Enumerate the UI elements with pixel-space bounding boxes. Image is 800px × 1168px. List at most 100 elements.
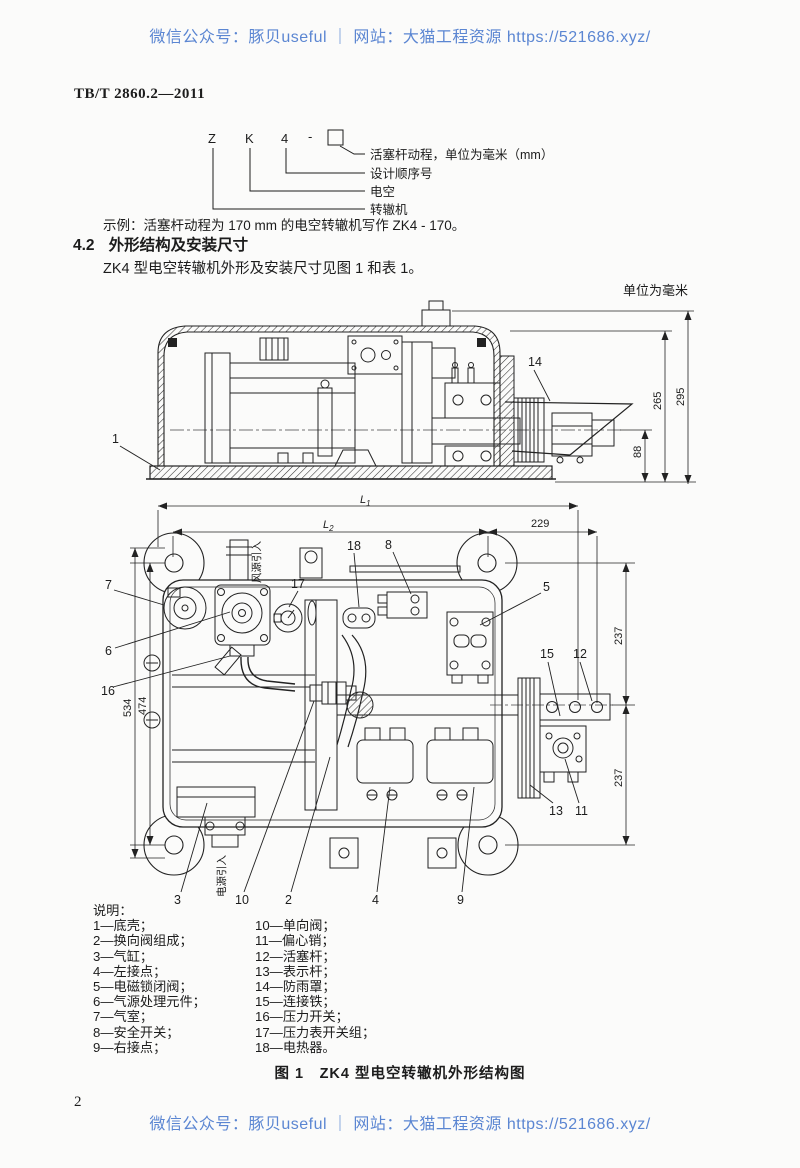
part-label-3: 3 (174, 893, 181, 907)
designation-diagram: Z K 4 - 活塞杆动程，单位为毫米（mm） 设计顺序号 电空 转辙机 (208, 129, 553, 217)
legend-item: 17—压力表开关组； (255, 1024, 376, 1040)
legend-item: 7—气室； (93, 1009, 154, 1025)
legend-item: 6—气源处理元件； (93, 994, 206, 1010)
part-label-11: 11 (575, 804, 588, 818)
page-number: 2 (74, 1094, 82, 1110)
dim-237-bottom: 237 (613, 769, 625, 787)
end-wall (499, 355, 515, 467)
part-label-14: 14 (528, 355, 542, 369)
bottom-brackets (329, 837, 457, 869)
lock-valve (446, 611, 494, 684)
connection-plate (539, 693, 611, 721)
part-label-6: 6 (105, 644, 112, 658)
section-title: 外形结构及安装尺寸 (108, 237, 249, 254)
standard-number: TB/T 2860.2—2011 (74, 86, 206, 102)
part-label-2: 2 (285, 893, 292, 907)
designation-label-machine: 转辙机 (370, 202, 408, 217)
dim-534: 534 (122, 699, 134, 717)
figure-caption: 图 1 ZK4 型电空转辙机外形结构图 (274, 1066, 526, 1082)
designation-letter-k: K (245, 131, 254, 146)
piston-band (337, 691, 518, 719)
footer-watermark: 微信公众号：豚贝useful ｜ 网站：大猫工程资源 https://52168… (149, 1116, 651, 1133)
heater-flange (342, 607, 376, 629)
legend-item: 15—连接铁； (255, 994, 336, 1010)
side-dim-lines (452, 310, 696, 484)
power-inlet-note: 电源引入 (215, 855, 228, 897)
safety-switch (299, 547, 461, 619)
dim-474: 474 (137, 697, 149, 715)
air-inlet-note: 风源引入 (250, 541, 263, 583)
indication-rod-bellows (517, 677, 541, 799)
legend-item: 3—气缸； (93, 948, 154, 964)
units-note: 单位为毫米 (623, 283, 689, 298)
part-label-4: 4 (372, 893, 379, 907)
top-view-drawing: 风源引入 (101, 495, 635, 907)
part-label-16: 16 (101, 684, 115, 698)
eccentric-unit (539, 725, 587, 783)
base-shell (146, 465, 556, 480)
part-label-8: 8 (385, 538, 392, 552)
legend-item: 12—活塞杆； (255, 948, 336, 964)
interior-mechanism (204, 335, 521, 467)
part-label-17: 17 (291, 577, 305, 591)
legend-title: 说明： (93, 903, 133, 918)
terminal-block (444, 362, 501, 467)
dim-265: 265 (652, 392, 664, 410)
legend-item: 2—换向阀组成； (93, 933, 193, 949)
designation-letter-z: Z (208, 131, 216, 146)
dim-L2: L2 (323, 519, 334, 533)
example-line: 示例：活塞杆动程为 170 mm 的电空转辙机写作 ZK4 - 170。 (103, 218, 466, 233)
part-label-10: 10 (235, 893, 249, 907)
leader-14 (533, 369, 551, 402)
section-number: 4.2 (73, 237, 95, 254)
part-label-7: 7 (105, 578, 112, 592)
leader-1 (119, 445, 161, 471)
legend-item: 8—安全开关； (93, 1024, 180, 1040)
legend-item: 4—左接点； (93, 963, 167, 979)
body-line: ZK4 型电空转辙机外形及安装尺寸见图 1 和表 1。 (103, 261, 423, 277)
legend-column-1: 1—底壳； 2—换向阀组成； 3—气缸； 4—左接点； 5—电磁锁闭阀； 6—气… (93, 918, 255, 1055)
dim-88: 88 (632, 446, 644, 458)
legend-column-2: 10—单向阀； 11—偏心销； 12—活塞杆； 13—表示杆； 14—防雨罩； … (255, 918, 375, 1055)
legend-item: 14—防雨罩； (255, 979, 336, 995)
designation-lines (212, 129, 365, 210)
designation-letter-4: 4 (281, 131, 288, 146)
top-leaders (112, 551, 593, 893)
part-label-12: 12 (573, 647, 587, 661)
contact-blocks (356, 727, 494, 801)
dim-229: 229 (531, 518, 549, 530)
power-inlet-assembly (176, 786, 256, 848)
dim-L1: L1 (360, 495, 371, 508)
pipe-elbow (240, 656, 296, 692)
legend-item: 13—表示杆； (255, 963, 336, 979)
designation-label-electro: 电空 (370, 185, 395, 199)
top-dim-lines (130, 502, 635, 859)
designation-label-stroke: 活塞杆动程，单位为毫米（mm） (370, 147, 553, 162)
top-cap (421, 300, 451, 327)
section-heading: 4.2 外形结构及安装尺寸 (73, 233, 248, 255)
part-label-9: 9 (457, 893, 464, 907)
air-inlet-pipe (226, 539, 252, 581)
designation-dash: - (308, 129, 312, 144)
legend-item: 18—电热器。 (255, 1039, 336, 1055)
stroke-value-box (327, 129, 344, 146)
part-label-13: 13 (549, 804, 563, 818)
indication-unit (551, 412, 615, 464)
dim-295: 295 (675, 388, 687, 406)
side-view-drawing: 1 14 88 265 295 (112, 300, 696, 484)
legend-item: 5—电磁锁闭阀； (93, 979, 193, 995)
legend-item: 1—底壳； (93, 918, 154, 934)
part-label-5: 5 (543, 580, 550, 594)
cover-corner-right (477, 338, 486, 347)
legend-item: 16—压力开关； (255, 1009, 349, 1025)
designation-label-seq: 设计顺序号 (370, 166, 433, 181)
header-watermark: 微信公众号：豚贝useful ｜ 网站：大猫工程资源 https://52168… (149, 29, 651, 46)
machine-box-inner (169, 586, 496, 821)
part-label-18: 18 (347, 539, 361, 553)
legend-item: 9—右接点； (93, 1039, 167, 1055)
rain-cover (504, 401, 634, 456)
part-label-15: 15 (540, 647, 554, 661)
dim-237-top: 237 (613, 627, 625, 645)
legend-item: 10—单向阀； (255, 918, 336, 934)
